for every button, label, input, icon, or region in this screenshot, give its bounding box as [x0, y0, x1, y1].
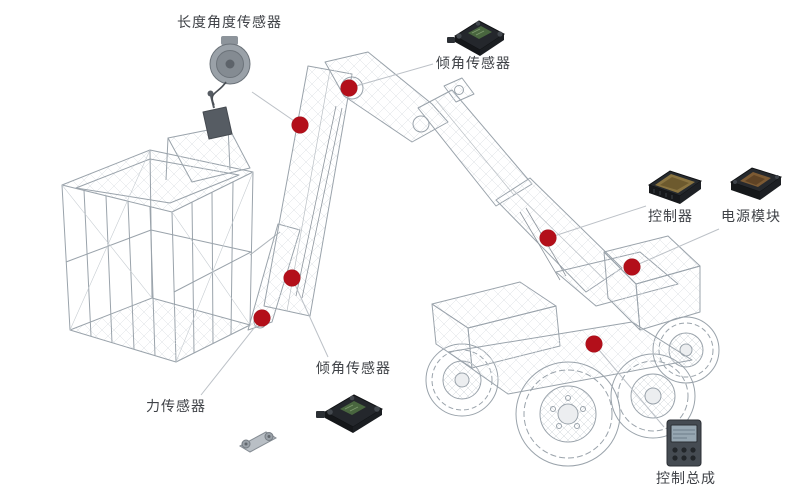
telescopic-boom [417, 89, 623, 293]
label-controller: 控制器 [648, 209, 693, 225]
marker-control-assembly [585, 335, 603, 353]
tilt-sensor-bottom-photo [316, 394, 384, 433]
control-assembly-photo [666, 419, 702, 467]
wheel-rear-left-icon [425, 343, 499, 417]
platform-console [202, 90, 233, 140]
controller-photo [647, 170, 703, 204]
leader-tilt-sensor-top [348, 63, 434, 89]
wheel-front-right-icon [610, 353, 696, 439]
length-angle-sensor-photo [209, 36, 251, 106]
label-force-sensor: 力传感器 [146, 399, 206, 415]
boom-lift-wireframe [61, 51, 720, 467]
leader-controller [547, 205, 647, 239]
leader-power-module [631, 228, 720, 268]
wheel-front-left-icon [515, 361, 621, 467]
force-sensor-photo [238, 431, 278, 453]
label-power-module: 电源模块 [721, 209, 781, 225]
leader-control-assembly [593, 343, 665, 428]
leader-length-angle-sensor [251, 91, 301, 126]
label-tilt-sensor-top: 倾角传感器 [436, 56, 511, 72]
leader-tilt-sensor-bottom [291, 277, 329, 358]
tilt-sensor-top-photo [447, 20, 505, 56]
chassis [447, 321, 693, 395]
sensor-markers [253, 79, 641, 353]
leader-force-sensor [200, 317, 263, 396]
label-tilt-sensor-bottom: 倾角传感器 [316, 361, 391, 377]
engine-housing [603, 235, 701, 331]
marker-controller [539, 229, 557, 247]
label-control-assembly: 控制总成 [656, 471, 716, 487]
power-module-photo [729, 167, 783, 200]
marker-tilt-sensor-bottom [283, 269, 301, 287]
marker-tilt-sensor-top [340, 79, 358, 97]
label-length-angle-sensor: 长度角度传感器 [177, 15, 282, 31]
marker-force-sensor [253, 309, 271, 327]
leader-lines [200, 63, 720, 428]
marker-length-angle-sensor [291, 116, 309, 134]
platform-basket [61, 125, 281, 363]
marker-power-module [623, 258, 641, 276]
riser-boom [263, 65, 353, 317]
